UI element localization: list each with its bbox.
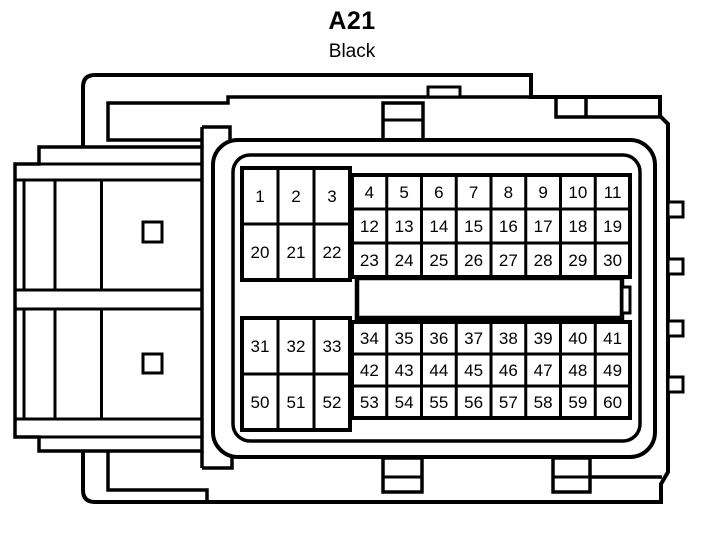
pin-grid-bottom-left: 31 32 33 50 51 52 — [240, 316, 352, 432]
keying-slot-bar-tab — [620, 285, 632, 315]
pin-number: 10 — [568, 183, 587, 202]
left-wing — [13, 145, 204, 453]
pin-grid-bottom-right: 34 35 36 37 38 39 40 41 42 43 44 45 46 47 48 49 53 54 55 56… — [350, 320, 632, 420]
pin-number: 42 — [360, 361, 379, 380]
pin-number: 38 — [499, 329, 518, 348]
pin-number: 40 — [568, 329, 587, 348]
pin-number: 11 — [604, 183, 622, 202]
pin-number: 9 — [538, 183, 547, 202]
pin-number: 28 — [534, 251, 553, 270]
pin-number: 8 — [504, 183, 513, 202]
pin-number: 31 — [251, 337, 270, 356]
pin-grid-top-right: 4 5 6 7 8 9 10 11 12 13 14 15 16 17 18 19 23 24 25 26 27 28 29… — [350, 173, 632, 279]
pin-number: 56 — [464, 393, 483, 412]
pin-number: 36 — [429, 329, 448, 348]
pin-number: 6 — [434, 183, 443, 202]
pin-number: 23 — [360, 251, 379, 270]
pin-number: 5 — [399, 183, 408, 202]
collar-top-outline — [106, 95, 531, 142]
side-tab — [666, 257, 685, 276]
pin-number: 60 — [603, 393, 622, 412]
pin-number: 47 — [534, 361, 553, 380]
pin-number: 57 — [499, 393, 518, 412]
pin-number: 30 — [603, 251, 622, 270]
left-wing-ribs — [15, 162, 202, 439]
pin-number: 4 — [365, 183, 374, 202]
bottom-right-step-box — [551, 456, 592, 494]
pin-number: 55 — [429, 393, 448, 412]
connector-color: Black — [328, 40, 376, 62]
top-small-tab — [426, 85, 462, 99]
pin-number: 34 — [360, 329, 379, 348]
step-bottom-left — [200, 451, 234, 470]
pin-number: 52 — [323, 393, 342, 412]
pin-number: 46 — [499, 361, 518, 380]
pin-number: 3 — [327, 187, 336, 206]
pin-number: 53 — [360, 393, 379, 412]
pin-number: 45 — [464, 361, 483, 380]
step-top-left — [200, 125, 232, 147]
pin-number: 37 — [464, 329, 483, 348]
side-tab — [666, 319, 685, 338]
pin-number: 27 — [499, 251, 518, 270]
pin-number: 2 — [291, 187, 300, 206]
bottom-lock-tab — [381, 456, 424, 494]
pin-number: 32 — [287, 337, 306, 356]
pin-number: 51 — [287, 393, 306, 412]
side-tab — [666, 200, 685, 219]
pin-number: 54 — [395, 393, 414, 412]
left-wing-outline — [13, 145, 204, 453]
connector-id: A21 — [328, 7, 376, 35]
pin-number: 1 — [255, 187, 264, 206]
pin-number: 7 — [469, 183, 478, 202]
pin-number: 22 — [323, 243, 342, 262]
pin-number: 20 — [251, 243, 270, 262]
pin-number: 35 — [395, 329, 414, 348]
lock-tabs — [381, 85, 592, 494]
pin-number: 17 — [534, 217, 553, 236]
pin-number: 59 — [568, 393, 587, 412]
pin-grid-top-left: 1 2 3 20 21 22 — [240, 166, 352, 282]
pin-number: 49 — [603, 361, 622, 380]
pin-number: 25 — [429, 251, 448, 270]
pin-number: 43 — [395, 361, 414, 380]
pin-number: 19 — [603, 217, 622, 236]
pin-number: 41 — [603, 329, 622, 348]
pin-number: 21 — [287, 243, 306, 262]
side-tab — [666, 375, 685, 394]
pin-number: 18 — [568, 217, 587, 236]
pin-number: 39 — [534, 329, 553, 348]
pin-number: 50 — [251, 393, 270, 412]
title-block: A21 Black — [0, 7, 704, 62]
pin-number: 13 — [395, 217, 414, 236]
pin-number: 14 — [429, 217, 448, 236]
pin-number: 33 — [323, 337, 342, 356]
pin-number: 29 — [568, 251, 587, 270]
pin-number: 24 — [395, 251, 414, 270]
pin-number: 16 — [499, 217, 518, 236]
pin-number: 12 — [360, 217, 379, 236]
collar-bottom-outline — [106, 451, 209, 502]
step-top-right — [554, 99, 662, 119]
pin-number: 15 — [464, 217, 483, 236]
pin-number: 48 — [568, 361, 587, 380]
wing-hole — [141, 220, 164, 244]
pin-number: 26 — [464, 251, 483, 270]
wing-hole — [141, 352, 164, 375]
pin-number: 58 — [534, 393, 553, 412]
keying-slot-bar — [354, 275, 625, 321]
right-edge-tabs — [666, 200, 685, 394]
pin-number: 44 — [429, 361, 448, 380]
